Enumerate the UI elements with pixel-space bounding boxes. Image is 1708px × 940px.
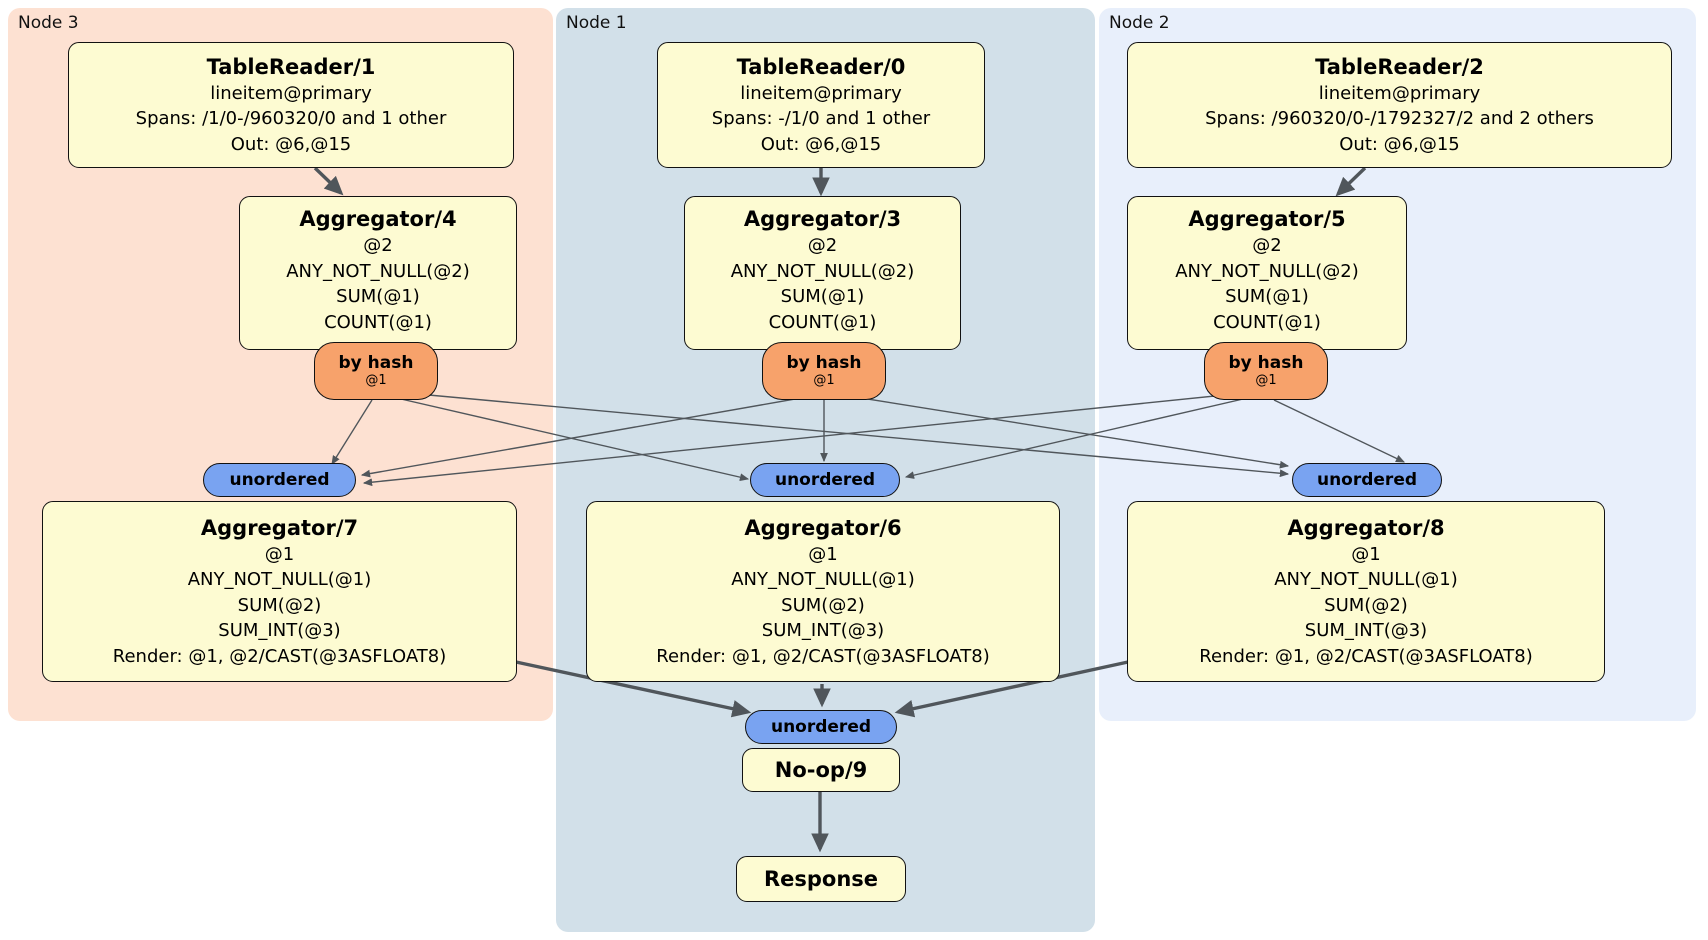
processor-line: Spans: -/1/0 and 1 other — [711, 108, 931, 130]
router-label: by hash — [1228, 353, 1304, 373]
processor-line: Out: @6,@15 — [230, 133, 352, 155]
processor-title: TableReader/1 — [206, 54, 376, 79]
processor-title: No-op/9 — [774, 758, 868, 782]
sync-unordered-node1: unordered — [750, 463, 900, 497]
processor-aggregator-8: Aggregator/8 @1 ANY_NOT_NULL(@1) SUM(@2)… — [1127, 501, 1605, 682]
processor-line: SUM(@1) — [1225, 286, 1309, 307]
processor-line: lineitem@primary — [1318, 82, 1481, 104]
edge-hash4-unordered2 — [395, 391, 1290, 478]
edge-hash3-unordered3 — [360, 395, 813, 478]
processor-title: Aggregator/8 — [1287, 515, 1445, 540]
processor-line: SUM(@1) — [336, 286, 420, 307]
router-detail: @1 — [365, 373, 387, 388]
processor-line: Render: @1, @2/CAST(@3ASFLOAT8) — [1199, 645, 1533, 667]
router-detail: @1 — [813, 373, 835, 388]
processor-line: ANY_NOT_NULL(@1) — [187, 569, 372, 591]
edge-hash4-unordered1 — [387, 395, 750, 481]
processor-line: @2 — [807, 235, 838, 256]
processor-aggregator-3: Aggregator/3 @2 ANY_NOT_NULL(@2) SUM(@1)… — [684, 196, 961, 350]
processor-line: SUM(@2) — [781, 594, 865, 616]
edge-hash5-unordered3 — [362, 391, 1255, 487]
processor-line: @1 — [1351, 543, 1381, 565]
router-detail: @1 — [1255, 373, 1277, 388]
router-label: by hash — [338, 353, 414, 373]
processor-line: @1 — [808, 543, 838, 565]
processor-aggregator-4: Aggregator/4 @2 ANY_NOT_NULL(@2) SUM(@1)… — [239, 196, 517, 350]
processor-line: SUM_INT(@3) — [761, 620, 885, 642]
sync-unordered-node3: unordered — [203, 463, 356, 497]
processor-title: Aggregator/3 — [743, 207, 902, 231]
processor-title: Response — [763, 867, 879, 891]
processor-response: Response — [736, 856, 906, 902]
processor-line: Spans: /960320/0-/1792327/2 and 2 others — [1205, 108, 1594, 130]
edge-tr2-agg5 — [1335, 166, 1367, 197]
sync-unordered-final: unordered — [745, 710, 897, 744]
processor-title: Aggregator/4 — [299, 207, 457, 231]
processor-aggregator-5: Aggregator/5 @2 ANY_NOT_NULL(@2) SUM(@1)… — [1127, 196, 1407, 350]
edge-hash3-unordered2 — [835, 393, 1290, 469]
processor-line: Out: @6,@15 — [1339, 133, 1460, 155]
processor-title: Aggregator/5 — [1188, 207, 1346, 231]
processor-tablereader-1: TableReader/1 lineitem@primary Spans: /1… — [68, 42, 514, 168]
region-label-node3: Node 3 — [18, 13, 79, 33]
processor-line: SUM(@2) — [1324, 594, 1408, 616]
processor-line: SUM_INT(@3) — [1304, 620, 1428, 642]
processor-tablereader-2: TableReader/2 lineitem@primary Spans: /9… — [1127, 42, 1672, 168]
processor-line: ANY_NOT_NULL(@1) — [731, 569, 915, 591]
processor-noop-9: No-op/9 — [742, 748, 900, 792]
processor-line: COUNT(@1) — [768, 311, 877, 333]
processor-line: @2 — [1252, 235, 1282, 256]
processor-title: Aggregator/6 — [744, 515, 902, 540]
processor-aggregator-6: Aggregator/6 @1 ANY_NOT_NULL(@1) SUM(@2)… — [586, 501, 1060, 682]
edge-hash5-unordered2 — [1273, 399, 1406, 463]
edge-agg8-unordered-final — [894, 660, 1129, 718]
processor-line: @2 — [363, 235, 393, 256]
processor-line: COUNT(@1) — [1213, 311, 1321, 333]
edge-hash4-unordered3 — [331, 399, 373, 465]
processor-line: @1 — [264, 543, 295, 565]
processor-tablereader-0: TableReader/0 lineitem@primary Spans: -/… — [657, 42, 985, 168]
edge-hash5-unordered1 — [904, 395, 1257, 479]
region-label-node1: Node 1 — [566, 13, 627, 33]
processor-line: lineitem@primary — [210, 82, 372, 104]
processor-title: Aggregator/7 — [200, 515, 359, 540]
router-by-hash-3: by hash @1 — [762, 342, 886, 400]
processor-line: ANY_NOT_NULL(@2) — [730, 260, 915, 282]
sync-unordered-node2: unordered — [1292, 463, 1442, 497]
processor-line: Spans: /1/0-/960320/0 and 1 other — [135, 108, 447, 130]
processor-line: SUM_INT(@3) — [218, 620, 341, 642]
processor-title: TableReader/0 — [736, 54, 906, 79]
processor-title: TableReader/2 — [1315, 54, 1484, 79]
processor-line: Out: @6,@15 — [760, 133, 882, 155]
processor-line: lineitem@primary — [740, 82, 902, 104]
processor-line: Render: @1, @2/CAST(@3ASFLOAT8) — [656, 645, 990, 667]
processor-line: SUM(@1) — [780, 286, 865, 307]
processor-line: ANY_NOT_NULL(@2) — [1175, 260, 1359, 282]
router-label: by hash — [786, 353, 862, 373]
processor-line: SUM(@2) — [237, 594, 322, 616]
region-label-node2: Node 2 — [1109, 13, 1170, 33]
processor-line: COUNT(@1) — [324, 311, 432, 333]
processor-line: ANY_NOT_NULL(@2) — [286, 260, 470, 282]
router-by-hash-5: by hash @1 — [1204, 342, 1328, 400]
edge-agg7-unordered-final — [515, 660, 752, 718]
edge-tr1-agg4 — [313, 166, 344, 196]
processor-line: Render: @1, @2/CAST(@3ASFLOAT8) — [112, 645, 447, 667]
router-by-hash-4: by hash @1 — [314, 342, 438, 400]
processor-aggregator-7: Aggregator/7 @1 ANY_NOT_NULL(@1) SUM(@2)… — [42, 501, 517, 682]
processor-line: ANY_NOT_NULL(@1) — [1274, 569, 1458, 591]
